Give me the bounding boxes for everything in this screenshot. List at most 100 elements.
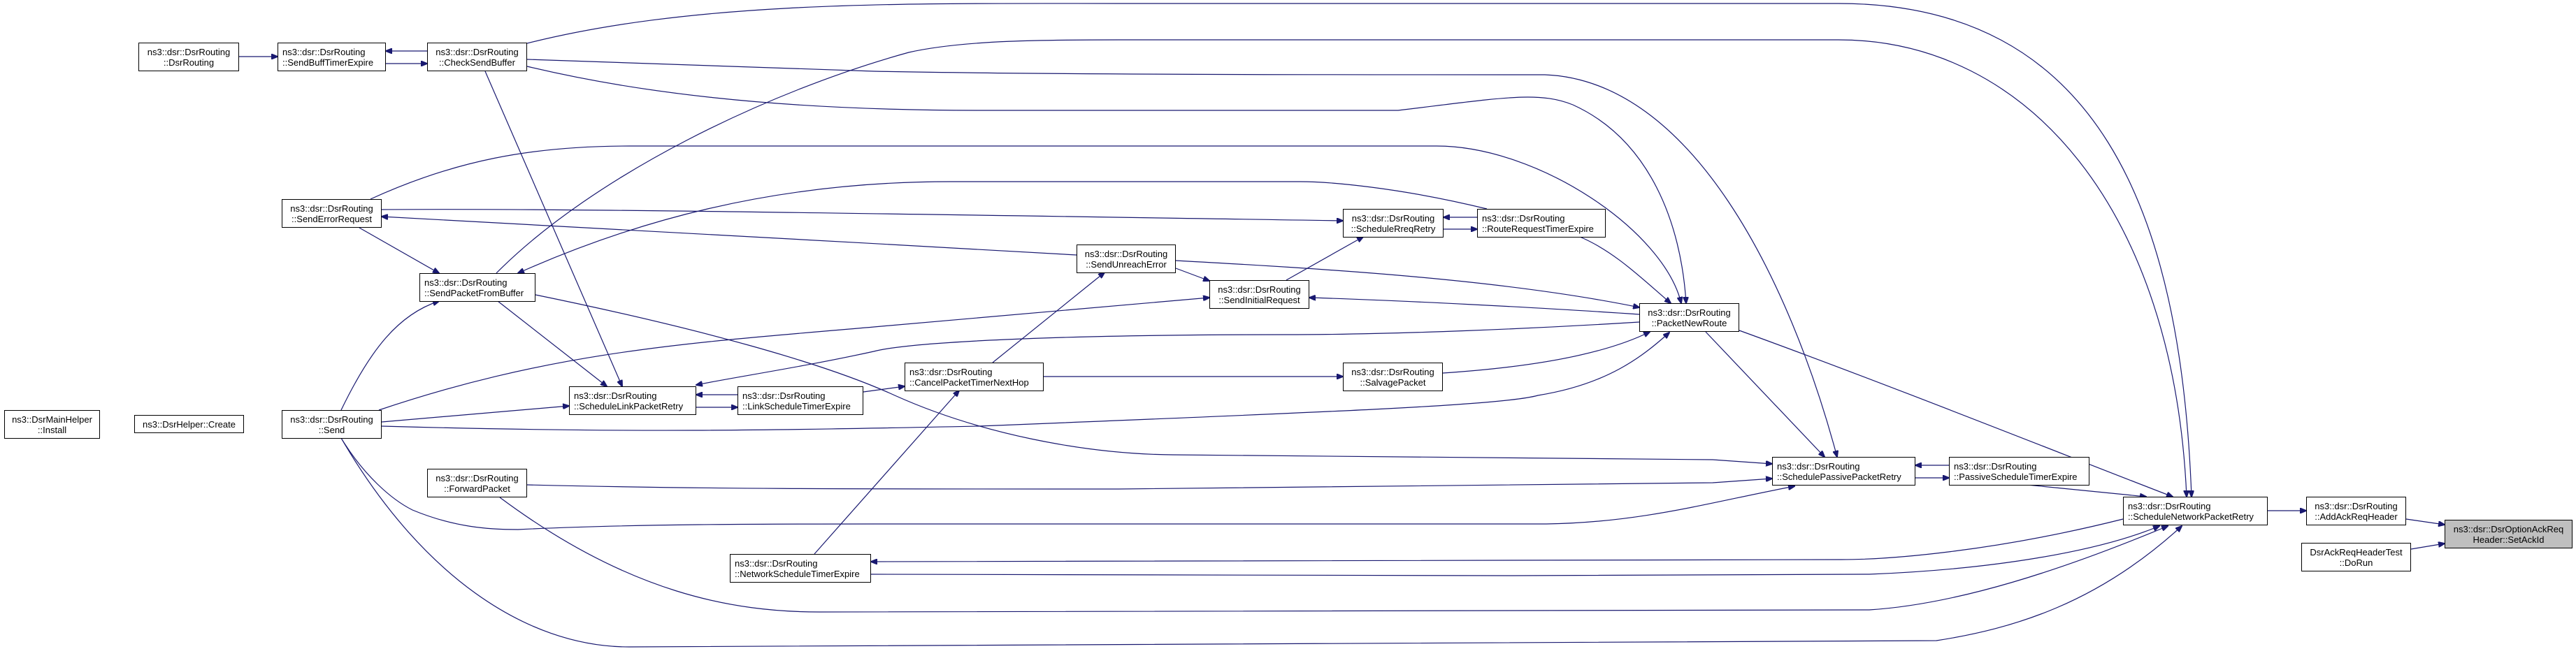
node-add-ack-req-header[interactable]: ns3::dsr::DsrRouting ::AddAckReqHeader — [2306, 497, 2406, 525]
edge — [381, 406, 569, 423]
edge — [1286, 237, 1363, 281]
node-network-schedule-timer-expire[interactable]: ns3::dsr::DsrRouting ::NetworkScheduleTi… — [730, 554, 871, 583]
node-send-initial-request[interactable]: ns3::dsr::DsrRouting ::SendInitialReques… — [1209, 280, 1309, 309]
node-label: ::Install — [37, 424, 67, 435]
node-packet-new-route[interactable]: ns3::dsr::DsrRouting ::PacketNewRoute — [1639, 303, 1739, 332]
node-send-unreach-error[interactable]: ns3::dsr::DsrRouting ::SendUnreachError — [1077, 245, 1176, 273]
edge — [992, 272, 1104, 363]
node-label: ns3::dsr::DsrRouting — [436, 472, 519, 483]
edge — [526, 59, 1837, 457]
node-label: ns3::dsr::DsrRouting — [1218, 284, 1301, 295]
node-label: ns3::dsr::DsrRouting — [290, 203, 373, 214]
edge — [526, 3, 2192, 497]
edge — [496, 39, 2187, 497]
node-label: ns3::dsr::DsrRouting — [290, 414, 373, 425]
edge — [340, 301, 439, 411]
node-label: ns3::DsrHelper::Create — [143, 418, 236, 430]
node-label: ::SendInitialRequest — [1218, 294, 1300, 305]
node-label: ::PacketNewRoute — [1651, 317, 1727, 328]
edge — [526, 66, 1686, 303]
node-salvage-packet[interactable]: ns3::dsr::DsrRouting ::SalvagePacket — [1343, 363, 1443, 391]
node-link-schedule-timer-expire[interactable]: ns3::dsr::DsrRouting ::LinkScheduleTimer… — [737, 386, 863, 415]
node-schedule-passive-packet-retry[interactable]: ns3::dsr::DsrRouting ::SchedulePassivePa… — [1772, 457, 1915, 486]
node-label: ns3::dsr::DsrRouting — [2315, 500, 2398, 511]
node-label: ::RouteRequestTimerExpire — [1482, 223, 1594, 234]
edge — [381, 209, 1343, 221]
node-send[interactable]: ns3::dsr::DsrRouting ::Send — [282, 410, 382, 439]
edge — [1739, 330, 2173, 497]
node-label: DsrAckReqHeaderTest — [2310, 546, 2403, 557]
node-label: ::LinkScheduleTimerExpire — [742, 400, 851, 411]
edge — [696, 321, 1640, 385]
node-label: ::CheckSendBuffer — [439, 57, 515, 68]
node-label: ns3::dsr::DsrRouting — [1351, 212, 1435, 224]
node-send-error-request[interactable]: ns3::dsr::DsrRouting ::SendErrorRequest — [282, 199, 382, 228]
edge — [340, 437, 1794, 530]
node-label: ::DsrRouting — [163, 57, 215, 68]
edge — [1175, 268, 1209, 281]
edge — [484, 71, 622, 386]
node-route-request-timer-expire[interactable]: ns3::dsr::DsrRouting ::RouteRequestTimer… — [1477, 209, 1606, 238]
node-send-buff-timer-expire[interactable]: ns3::dsr::DsrRouting ::SendBuffTimerExpi… — [278, 43, 386, 71]
node-label: ::SendPacketFromBuffer — [424, 287, 524, 298]
node-schedule-rreq-retry[interactable]: ns3::dsr::DsrRouting ::ScheduleRreqRetry — [1343, 209, 1444, 238]
node-label: ns3::dsr::DsrRouting — [1648, 307, 1731, 318]
node-dsr-helper-create[interactable]: ns3::DsrHelper::Create — [134, 415, 244, 433]
node-label: ns3::dsr::DsrRouting — [2128, 500, 2211, 511]
node-label: ns3::dsr::DsrRouting — [909, 366, 993, 377]
node-label: ns3::dsr::DsrRouting — [424, 277, 508, 288]
edge — [340, 437, 2182, 648]
edge — [359, 227, 439, 273]
node-schedule-network-packet-retry[interactable]: ns3::dsr::DsrRouting ::ScheduleNetworkPa… — [2123, 497, 2268, 525]
node-label: ::ForwardPacket — [444, 483, 510, 494]
node-label: ::AddAckReqHeader — [2315, 511, 2398, 522]
node-label: ns3::dsr::DsrRouting — [742, 390, 826, 401]
node-label: ns3::dsr::DsrRouting — [1084, 248, 1168, 259]
node-schedule-link-packet-retry[interactable]: ns3::dsr::DsrRouting ::ScheduleLinkPacke… — [569, 386, 696, 415]
node-label: ::Send — [318, 424, 345, 435]
node-dsr-ack-req-header-test-dorun[interactable]: DsrAckReqHeaderTest ::DoRun — [2301, 543, 2411, 571]
node-send-packet-from-buffer[interactable]: ns3::dsr::DsrRouting ::SendPacketFromBuf… — [419, 273, 535, 302]
edge — [382, 217, 1077, 256]
node-label: ::SendErrorRequest — [292, 213, 372, 224]
edge — [499, 497, 2168, 613]
edge — [2410, 544, 2445, 550]
node-label: ns3::DsrMainHelper — [12, 414, 92, 425]
node-set-ack-id-current[interactable]: ns3::dsr::DsrOptionAckReq Header::SetAck… — [2445, 520, 2573, 548]
node-label: ns3::dsr::DsrRouting — [1482, 212, 1565, 224]
edge — [1442, 332, 1650, 374]
edge — [870, 526, 2159, 576]
node-label: ::PassiveScheduleTimerExpire — [1954, 471, 2078, 482]
node-label: ns3::dsr::DsrOptionAckReq — [2453, 523, 2564, 534]
node-label: ::ScheduleRreqRetry — [1351, 223, 1436, 234]
node-label: ns3::dsr::DsrRouting — [1351, 366, 1434, 377]
edge — [370, 145, 1681, 303]
node-label: ::DoRun — [2339, 557, 2373, 568]
edge — [814, 391, 959, 555]
node-passive-schedule-timer-expire[interactable]: ns3::dsr::DsrRouting ::PassiveScheduleTi… — [1949, 457, 2089, 486]
node-label: ns3::dsr::DsrRouting — [282, 46, 366, 57]
edge — [871, 518, 2124, 562]
node-label: ns3::dsr::DsrRouting — [1954, 460, 2037, 472]
edge — [381, 333, 1669, 431]
node-label: ::SalvagePacket — [1360, 377, 1426, 388]
edge — [1579, 236, 1671, 303]
node-cancel-packet-timer-next-hop[interactable]: ns3::dsr::DsrRouting ::CancelPacketTimer… — [905, 363, 1044, 391]
edge — [863, 386, 905, 393]
node-label: ::SchedulePassivePacketRetry — [1777, 471, 1901, 482]
node-label: ns3::dsr::DsrRouting — [1777, 460, 1860, 472]
node-label: ns3::dsr::DsrRouting — [147, 46, 231, 57]
node-label: ::NetworkScheduleTimerExpire — [735, 568, 860, 579]
node-label: ::SendUnreachError — [1086, 258, 1167, 270]
edge — [535, 294, 1772, 464]
node-forward-packet[interactable]: ns3::dsr::DsrRouting ::ForwardPacket — [427, 469, 527, 497]
node-label: ns3::dsr::DsrRouting — [735, 557, 818, 569]
node-dsrrouting-constructor[interactable]: ns3::dsr::DsrRouting ::DsrRouting — [138, 43, 239, 71]
edge — [497, 300, 607, 386]
node-check-send-buffer[interactable]: ns3::dsr::DsrRouting ::CheckSendBuffer — [427, 43, 527, 71]
edge — [526, 479, 1772, 490]
node-label: ::CancelPacketTimerNextHop — [909, 377, 1029, 388]
node-dsr-main-helper-install[interactable]: ns3::DsrMainHelper ::Install — [4, 410, 100, 439]
edge — [1705, 331, 1825, 457]
